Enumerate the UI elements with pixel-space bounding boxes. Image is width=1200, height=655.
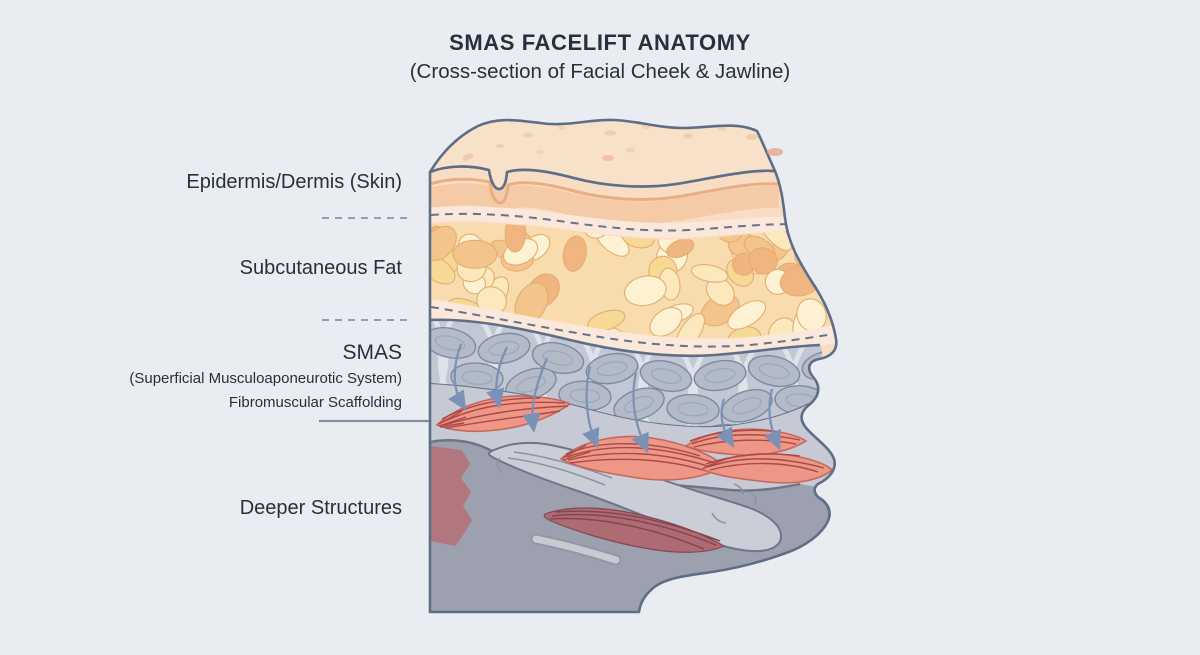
red-tissue-patch [430,446,472,546]
muscle-spindle-right-lower [700,452,834,484]
muscle-spindle-left [435,395,572,433]
traction-arrow [763,388,781,451]
traction-arrow [522,357,549,433]
traction-arrow [582,365,600,449]
label-smas-full-name: (Superficial Musculoaponeurotic System) [129,370,402,387]
smas-top-edge [430,318,821,358]
fat-upper-dashed-line [430,212,801,232]
deep-muscle [543,507,726,553]
traction-arrow [631,372,649,454]
label-subcutaneous-fat: Subcutaneous Fat [239,257,402,279]
traction-arrows [448,343,781,454]
label-smas-scaffolding: Fibromuscular Scaffolding [228,394,402,411]
skin-top-surface [428,118,783,191]
jawbone-detail-lines [496,451,757,524]
hyoid-bone [530,533,622,566]
label-smas: SMAS [342,341,402,364]
label-epidermis-dermis: Epidermis/Dermis (Skin) [186,171,402,193]
traction-arrow [486,346,509,409]
traction-arrow [448,343,467,411]
diagram-title: SMAS FACELIFT ANATOMY [449,30,751,55]
diagram-subtitle: (Cross-section of Facial Cheek & Jawline… [409,60,791,83]
fat-lower-dashed-line [430,306,834,348]
label-deeper-structures: Deeper Structures [239,497,402,519]
skin-pore-spots [462,125,783,161]
dermis-line [430,177,780,205]
guide-lines [319,217,434,423]
traction-arrow [716,398,735,448]
muscle-spindle-middle [559,435,726,481]
